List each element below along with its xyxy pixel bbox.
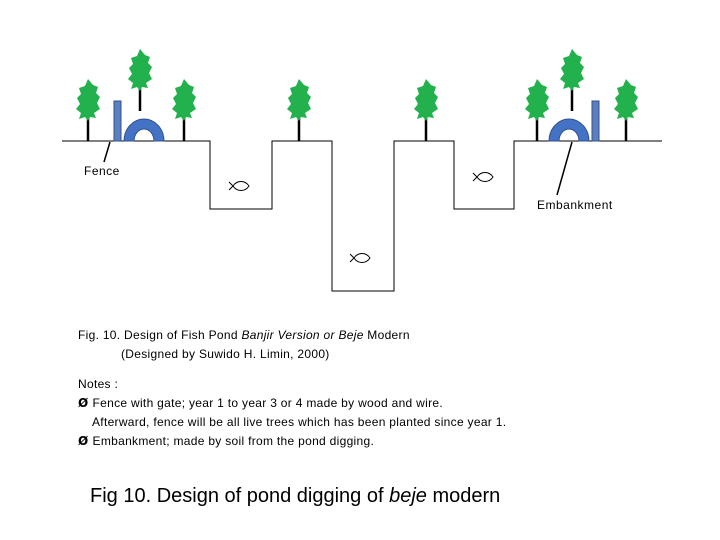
caption-credit: (Designed by Suwido H. Limin, 2000) (121, 347, 330, 361)
fish-icon (228, 181, 250, 191)
embankment-label: Embankment (537, 198, 613, 212)
footer-title-suffix: modern (426, 485, 501, 507)
fence-label: Fence (84, 164, 120, 178)
fish-icon (472, 172, 494, 182)
arch-gate-icon (548, 118, 590, 142)
fence-pointer (103, 141, 111, 163)
tree-icon (612, 77, 640, 143)
notes-heading: Notes : (78, 377, 119, 391)
pond-profile (62, 140, 662, 292)
arch-gate-icon (123, 118, 165, 142)
footer-title-prefix: Fig 10. Design of pond digging of (90, 485, 390, 507)
tree-icon (285, 77, 313, 143)
tree-icon (170, 77, 198, 143)
gate-post-icon (591, 100, 600, 142)
footer-title-italic: beje (389, 485, 427, 507)
tree-icon (523, 77, 551, 143)
caption-prefix: Fig. 10. Design of Fish Pond (78, 328, 242, 342)
caption-suffix: Modern (363, 328, 410, 342)
figure-caption: Fig. 10. Design of Fish Pond Banjir Vers… (78, 328, 410, 343)
tree-icon (74, 77, 102, 143)
notes-item-text: Fence with gate; year 1 to year 3 or 4 m… (92, 396, 443, 410)
notes-item-continuation: Afterward, fence will be all live trees … (92, 415, 507, 429)
bullet-arrow-icon: Ø (78, 434, 89, 448)
tree-icon (126, 47, 154, 113)
pond-diagram (62, 47, 662, 292)
gate-post-icon (113, 100, 122, 142)
notes-item-text: Embankment; made by soil from the pond d… (92, 434, 375, 448)
embankment-pointer (556, 141, 573, 196)
footer-title: Fig 10. Design of pond digging of beje m… (90, 485, 500, 508)
bullet-arrow-icon: Ø (78, 396, 89, 410)
tree-icon (558, 47, 586, 113)
tree-icon (412, 77, 440, 143)
caption-italic: Banjir Version or Beje (241, 328, 364, 342)
fish-icon (349, 253, 371, 263)
